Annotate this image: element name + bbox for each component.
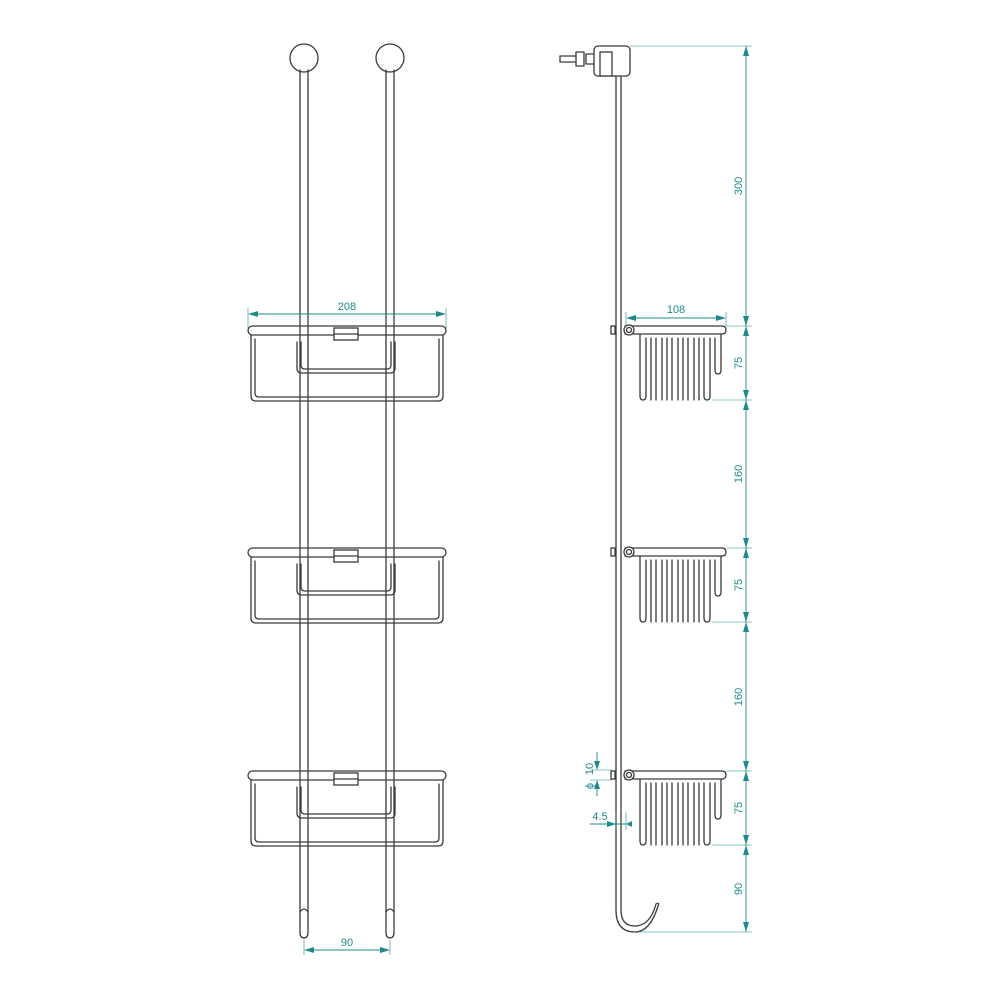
basket-side-middle: [610, 546, 727, 623]
side-view: 108: [559, 45, 752, 933]
dimension-label-160-upper: 160: [733, 465, 745, 483]
rod-right: [385, 69, 395, 939]
side-rod: [615, 75, 660, 933]
wall-clamp: [559, 45, 631, 77]
basket-front-middle: [247, 547, 447, 624]
front-view: 208 90: [247, 43, 447, 955]
rod-left: [299, 69, 309, 939]
dimension-label-75-top: 75: [733, 357, 745, 369]
basket-front-top: [247, 325, 447, 402]
vertical-dimension-chain: 300 75 160 75 160 75 90: [733, 46, 749, 932]
extension-lines: [630, 45, 752, 933]
dimension-label-75-bottom: 75: [733, 802, 745, 814]
dimension-label-108: 108: [667, 304, 685, 316]
dimension-offset: 4.5: [590, 811, 632, 830]
dimension-label-300: 300: [733, 177, 745, 195]
dimension-label-75-middle: 75: [733, 579, 745, 591]
dimension-label-10: 10: [584, 763, 596, 775]
basket-front-bottom: [247, 770, 447, 847]
wall-mount-ball-right: [375, 43, 405, 73]
dimension-label-208: 208: [338, 301, 356, 313]
dimension-rod-spacing: 90: [303, 937, 391, 955]
dimension-basket-depth: 108: [625, 304, 727, 326]
dimension-basket-width: 208: [247, 301, 447, 328]
wall-mount-ball-left: [289, 43, 319, 73]
diameter-symbol: ϕ: [584, 783, 596, 789]
basket-side-bottom: [610, 769, 727, 846]
basket-side-top: [610, 324, 727, 401]
dimension-label-90-hook: 90: [733, 883, 745, 895]
dimension-label-90-spacing: 90: [341, 937, 353, 949]
dimension-label-160-lower: 160: [733, 688, 745, 706]
dimension-rod-diameter: ϕ 10: [584, 752, 612, 796]
dimension-label-4-5: 4.5: [592, 811, 607, 823]
